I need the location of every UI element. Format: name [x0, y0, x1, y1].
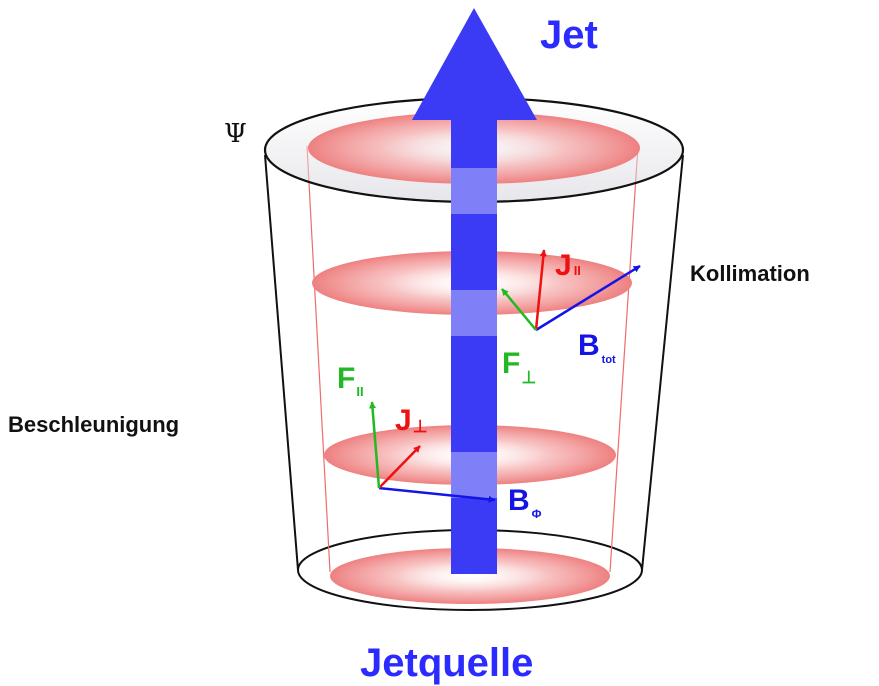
cup-side-left: [264, 154, 299, 571]
inner-guide-right: [609, 145, 639, 573]
j-perp-label: J⊥: [395, 404, 428, 437]
b-phi-vector: [378, 486, 496, 503]
collimation-label: Kollimation: [690, 261, 810, 286]
source-label: Jetquelle: [360, 641, 533, 685]
cup-side-right: [641, 154, 684, 571]
acceleration-label: Beschleunigung: [8, 412, 179, 437]
f-parallel-label: FII: [337, 362, 364, 399]
f-perp-label: F⊥: [502, 347, 536, 387]
psi-label: Ψ: [224, 119, 247, 149]
b-tot-vector: [535, 264, 641, 332]
bottom-disk: [330, 548, 610, 604]
inner-guide-left: [306, 145, 331, 573]
j-parallel-vector: [534, 249, 547, 331]
j-perp-vector: [378, 445, 421, 489]
f-perp-vector: [501, 288, 537, 331]
jet-label: Jet: [540, 13, 598, 57]
f-parallel-vector: [369, 401, 381, 489]
